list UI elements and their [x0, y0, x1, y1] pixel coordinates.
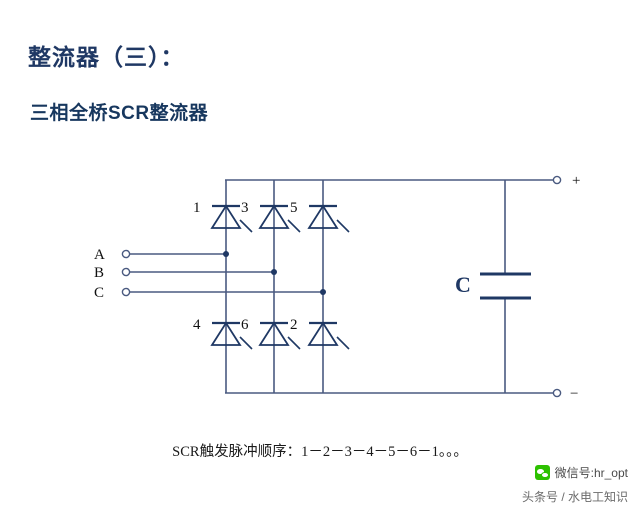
thyristor-6-label: 6 — [241, 317, 249, 333]
positive-terminal-node — [552, 175, 562, 185]
negative-terminal-label: − — [570, 386, 578, 402]
junction-dot-b — [271, 269, 277, 275]
ac-terminal-c — [121, 287, 131, 297]
junction-dot-a — [223, 251, 229, 257]
thyristor-4-label: 4 — [193, 317, 201, 333]
thyristor-1-label: 1 — [193, 200, 201, 216]
phase-label-b: B — [94, 265, 104, 281]
thyristor-2 — [307, 321, 350, 350]
wechat-watermark: 微信号:hr_opt — [534, 464, 628, 481]
thyristor-3 — [258, 204, 301, 233]
thyristor-2-label: 2 — [290, 317, 298, 333]
capacitor-label: C — [455, 272, 471, 297]
wechat-icon — [534, 465, 550, 480]
output-capacitor — [480, 180, 531, 393]
junction-dot-c — [320, 289, 326, 295]
thyristor-4 — [210, 321, 253, 350]
phase-label-a: A — [94, 247, 105, 263]
negative-terminal-node — [552, 388, 562, 398]
thyristor-3-label: 3 — [241, 200, 249, 216]
circuit-schematic: + − A B C 1 — [94, 173, 580, 402]
caption-text: SCR触发脉冲顺序：1－2－3－4－5－6－1。。。 — [172, 444, 468, 460]
positive-terminal-label: + — [572, 173, 580, 189]
thyristor-5-label: 5 — [290, 200, 298, 216]
phase-label-c: C — [94, 285, 104, 301]
ac-terminal-a — [121, 249, 131, 259]
page-subtitle: 三相全桥SCR整流器 — [30, 103, 209, 124]
page-title: 整流器（三）： — [28, 44, 185, 70]
wechat-watermark-text: 微信号:hr_opt — [554, 466, 628, 480]
thyristor-1 — [210, 204, 253, 233]
thyristor-5 — [307, 204, 350, 233]
bottom-watermark-text: 头条号 / 水电工知识 — [521, 490, 628, 504]
ac-terminal-b — [121, 267, 131, 277]
thyristor-6 — [258, 321, 301, 350]
